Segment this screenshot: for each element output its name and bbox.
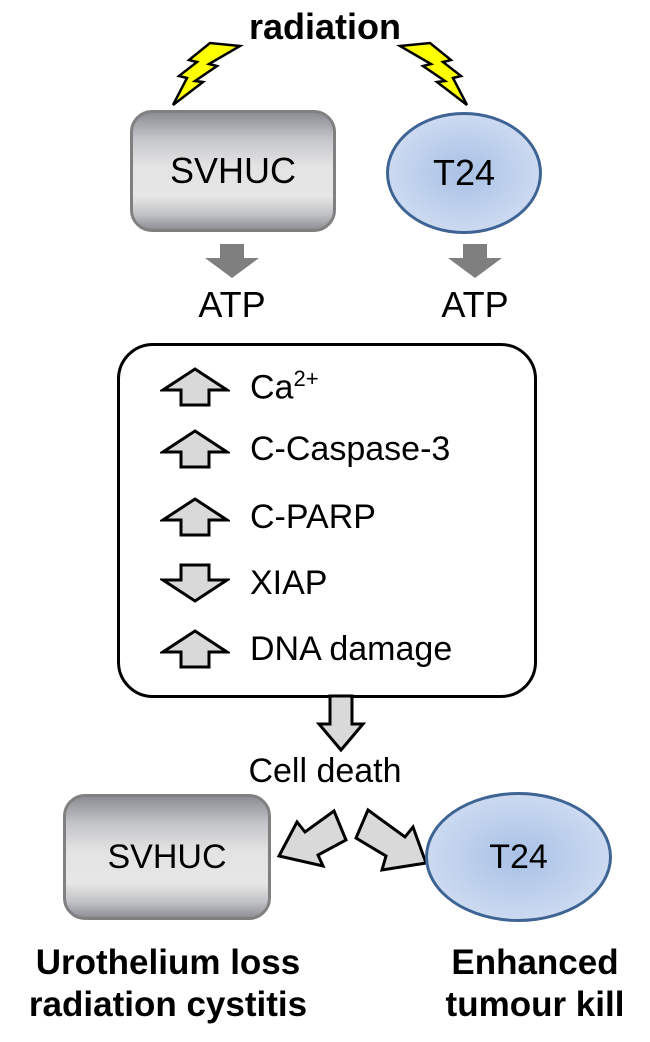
lightning-bolt-right-icon: [396, 41, 469, 106]
outcome-t24-line1: Enhanced: [451, 943, 619, 982]
arrow-up-icon: [160, 629, 230, 669]
effect-row-calcium: Ca2+: [160, 366, 319, 407]
arrow-down-solid-right-icon: [448, 244, 502, 278]
lightning-bolt-left-icon: [171, 41, 244, 106]
atp-label-left: ATP: [198, 284, 266, 325]
arrow-down-outline-icon: [316, 694, 366, 753]
arrow-down-icon: [160, 563, 230, 603]
svhuc-label-bottom: SVHUC: [107, 837, 227, 876]
svhuc-cell-top: SVHUC: [130, 110, 336, 232]
outcome-svhuc: Urothelium loss radiation cystitis: [0, 942, 336, 1026]
atp-label-right: ATP: [441, 284, 509, 325]
arrow-up-icon: [160, 497, 230, 537]
effect-label: C-PARP: [250, 497, 376, 536]
arrow-diagonal-right-icon: [354, 807, 429, 872]
effect-row-dna-damage: DNA damage: [160, 629, 452, 669]
t24-label-top: T24: [432, 152, 496, 193]
outcome-svhuc-line1: Urothelium loss: [35, 943, 301, 982]
effect-label: C-Caspase-3: [250, 429, 451, 468]
cell-death-label: Cell death: [248, 752, 402, 790]
t24-cell-bottom: T24: [425, 792, 612, 922]
outcome-t24-line2: tumour kill: [445, 985, 625, 1024]
arrow-up-icon: [160, 429, 230, 469]
t24-cell-top: T24: [386, 112, 542, 234]
effect-row-parp: C-PARP: [160, 497, 376, 537]
effect-label: XIAP: [250, 563, 328, 602]
svhuc-label-top: SVHUC: [169, 150, 297, 191]
effect-label: Ca2+: [250, 366, 319, 407]
svhuc-cell-bottom: SVHUC: [63, 794, 271, 920]
effect-row-xiap: XIAP: [160, 563, 327, 603]
effect-label: DNA damage: [250, 629, 453, 668]
effects-panel: Ca2+ C-Caspase-3 C-PARP XIAP DNA damage: [117, 343, 537, 698]
effect-row-caspase: C-Caspase-3: [160, 429, 450, 469]
radiation-title: radiation: [248, 6, 401, 47]
arrow-down-solid-left-icon: [205, 244, 259, 278]
arrow-up-icon: [160, 366, 230, 407]
t24-label-bottom: T24: [489, 837, 548, 876]
outcome-svhuc-line2: radiation cystitis: [28, 985, 308, 1024]
outcome-t24: Enhanced tumour kill: [422, 942, 648, 1026]
arrow-diagonal-left-icon: [276, 808, 348, 869]
